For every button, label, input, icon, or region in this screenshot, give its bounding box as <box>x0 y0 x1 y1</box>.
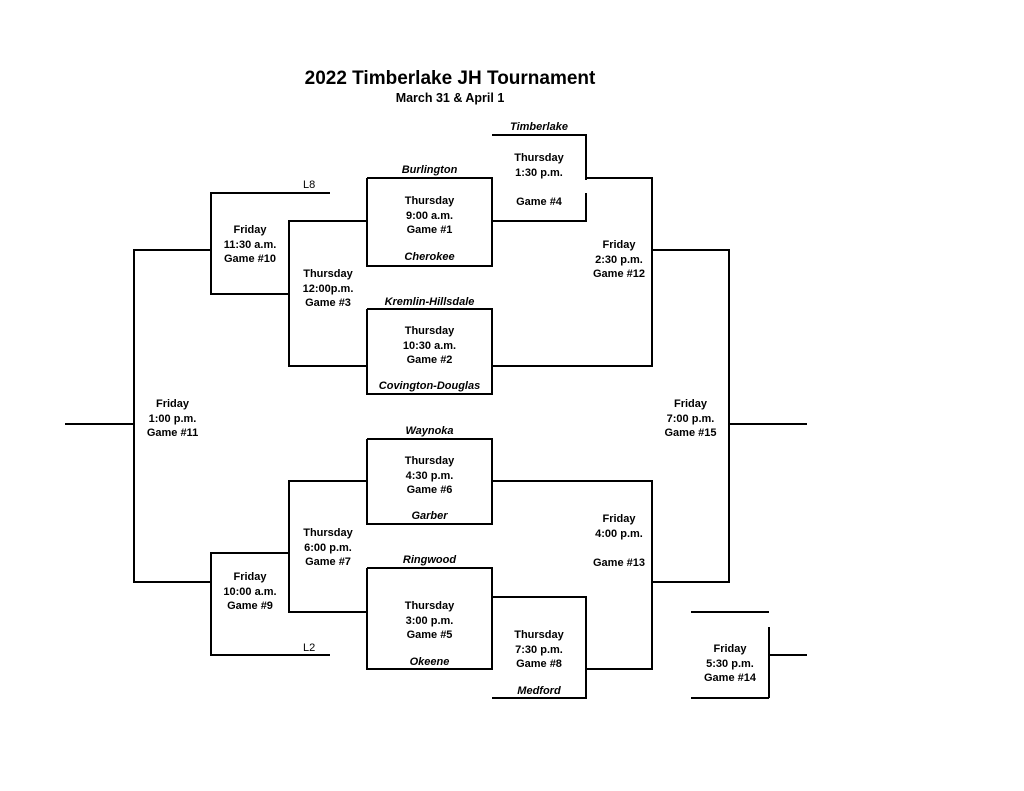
game-13-bracket <box>492 480 653 670</box>
team-kremlin-hillsdale: Kremlin-Hillsdale <box>384 296 475 308</box>
team-garber: Garber <box>411 510 448 522</box>
game-11-bracket <box>133 249 211 583</box>
team-okeene: Okeene <box>409 656 450 668</box>
team-burlington: Burlington <box>401 164 458 176</box>
game-8-bracket <box>492 596 587 699</box>
game-5-bracket <box>366 567 493 670</box>
team-covington-douglas: Covington-Douglas <box>378 380 481 392</box>
game-6-bracket <box>366 438 493 525</box>
bracket-subtitle: March 31 & April 1 <box>395 91 505 105</box>
game-9-bracket <box>210 552 330 656</box>
team-cherokee: Cherokee <box>404 251 455 263</box>
team-ringwood: Ringwood <box>402 554 457 566</box>
game-15-bracket <box>652 249 730 583</box>
loser-label-l2: L2 <box>303 642 316 654</box>
game-1-bracket <box>366 177 493 267</box>
game-4-bracket <box>492 134 587 180</box>
game-10-bracket <box>210 192 330 295</box>
team-waynoka: Waynoka <box>405 425 454 437</box>
team-medford: Medford <box>517 685 561 697</box>
game-7-bracket <box>288 480 367 613</box>
game-12-bracket <box>492 177 653 367</box>
team-timberlake: Timberlake <box>510 121 568 133</box>
loser-label-l8: L8 <box>303 179 316 191</box>
bracket-title: 2022 Timberlake JH Tournament <box>304 68 596 89</box>
